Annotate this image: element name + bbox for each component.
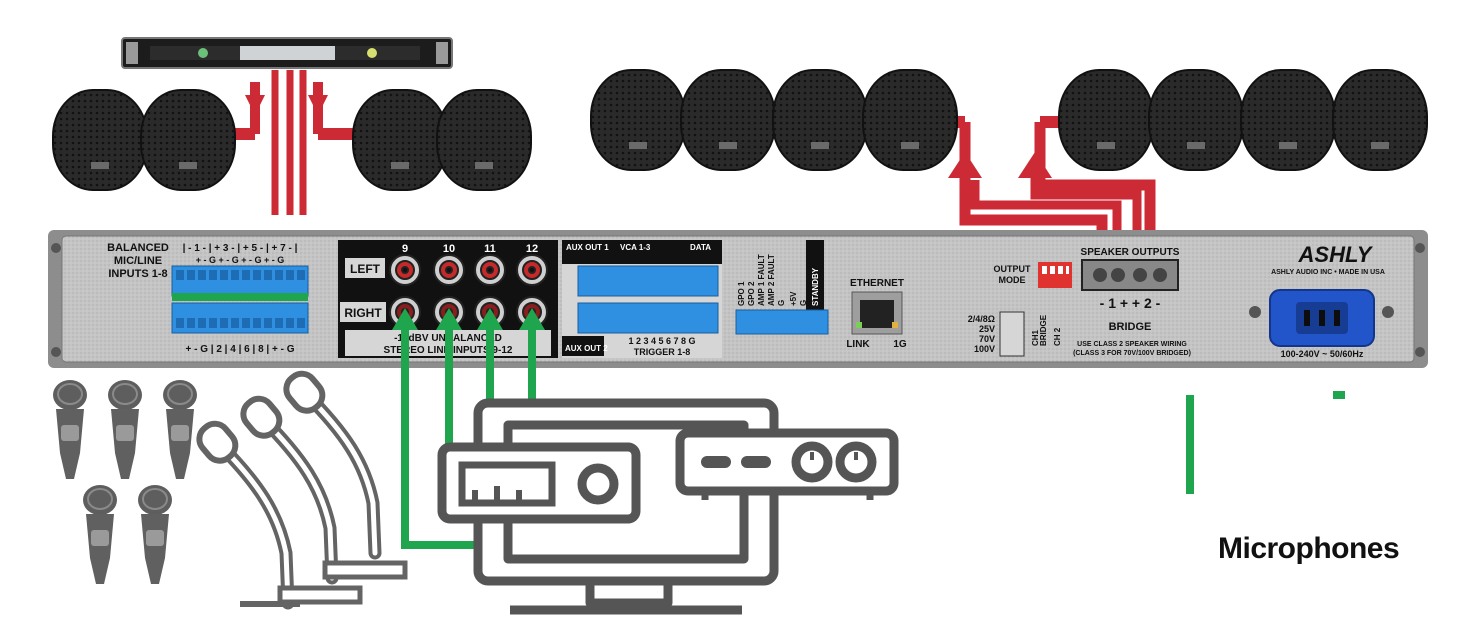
gpo-terminal-block[interactable] [735,309,829,335]
speaker-icon [352,89,448,191]
speaker-icon [1058,69,1154,171]
mic-terminal-legend-bottom: + - G | 2 | 4 | 6 | 8 | + - G [185,344,294,355]
handheld-mic-icon [52,379,88,480]
rca-number-10: 10 [443,243,455,255]
gpo-label-2: GPO 2 [747,281,756,306]
gpo-label-6: +5V [789,291,798,306]
aux-out2-label: AUX OUT 2 [565,344,608,353]
microphones-caption: Microphones [1218,532,1400,565]
trigger-label: TRIGGER 1-8 [634,347,691,357]
impedance-label-3: 70V [979,334,995,344]
handheld-mic-icon [107,379,143,480]
speaker-icon [862,69,958,171]
wiring-note-1: USE CLASS 2 SPEAKER WIRING [1077,341,1187,348]
speaker-icon [140,89,236,191]
wire-arrows [245,95,1052,178]
speaker-icon [52,89,148,191]
bridge-label: BRIDGE [1109,321,1152,333]
brand-subtitle: ASHLY AUDIO INC • MADE IN USA [1271,269,1385,276]
rca-number-11: 11 [484,243,496,255]
media-player-icon [437,442,641,524]
gpo-label-4: AMP 2 FAULT [767,254,776,306]
vca-label: VCA 1-3 [620,243,651,252]
handheld-mic-icon [137,484,173,585]
rca-number-9: 9 [402,243,408,255]
speaker-icon [590,69,686,171]
mic-input-terminal-block[interactable] [171,265,309,334]
amplifier-icon [121,37,453,69]
power-rating-label: 100-240V ~ 50/60Hz [1281,349,1364,359]
trigger-numbers: 1 2 3 4 5 6 7 8 G [628,336,695,346]
link-label: LINK [846,339,870,350]
bridge-vertical-label: BRIDGE [1039,314,1048,346]
speaker-icon [680,69,776,171]
gpo-label-7: G [799,300,808,306]
speaker-output-numbers: - 1 + + 2 - [1100,295,1161,311]
speaker-icon [1332,69,1428,171]
wiring-note-2: (CLASS 3 FOR 70V/100V BRIDGED) [1073,350,1191,357]
brand-logo: ASHLY [1298,242,1374,267]
right-label: RIGHT [344,306,382,320]
mic-channel-numbers-top: | - 1 - | + 3 - | + 5 - | + 7 - | [183,243,298,254]
gooseneck-microphones [194,368,408,604]
output-mode-label-1: OUTPUT [994,264,1032,274]
gpo-label-1: GPO 1 [737,281,746,306]
speaker-icon [772,69,868,171]
audio-arrows [392,308,545,330]
handheld-mic-icon [82,484,118,585]
gpo-label-8: STANDBY [811,267,820,306]
impedance-label-2: 25V [979,324,995,334]
mic-terminal-legend-top: + - G + - G + - G + - G [196,255,285,265]
handheld-microphones [52,379,198,585]
handheld-mic-icon [162,379,198,480]
ch1-label: CH1 [1031,329,1040,346]
receiver-icon [675,428,899,500]
speaker-outputs-label: SPEAKER OUTPUTS [1081,247,1180,258]
gpo-label-3: AMP 1 FAULT [757,254,766,306]
rca-number-12: 12 [526,243,538,255]
speaker-icon [1148,69,1244,171]
rack-rear-panel: BALANCED MIC/LINE INPUTS 1-8 | - 1 - | +… [48,230,1428,368]
speaker-output-connector[interactable] [1081,259,1179,291]
gooseneck-mic-icon [194,418,288,603]
aux-terminal-block[interactable] [577,265,719,334]
aux-out1-label: AUX OUT 1 [566,243,609,252]
speaker-icon [1240,69,1336,171]
1g-label: 1G [893,339,907,350]
output-mode-jumper-block[interactable] [999,311,1025,357]
mic-inputs-label-3: INPUTS 1-8 [108,268,167,280]
gpo-label-5: G [777,300,786,306]
mic-inputs-label-2: MIC/LINE [114,255,162,267]
impedance-label-4: 100V [974,344,995,354]
left-label: LEFT [350,262,381,276]
impedance-label-1: 2/4/8Ω [968,314,995,324]
ethernet-label: ETHERNET [850,278,904,289]
ethernet-port-icon[interactable] [851,291,903,335]
output-mode-label-2: MODE [999,275,1026,285]
iec-power-socket-icon[interactable] [1249,289,1394,347]
mic-inputs-label-1: BALANCED [107,242,169,254]
speaker-icon [436,89,532,191]
ch2-label: CH 2 [1053,327,1062,346]
data-label: DATA [690,243,711,252]
speaker-bank-right [590,69,1428,171]
dip-switch-icon[interactable] [1038,262,1072,288]
